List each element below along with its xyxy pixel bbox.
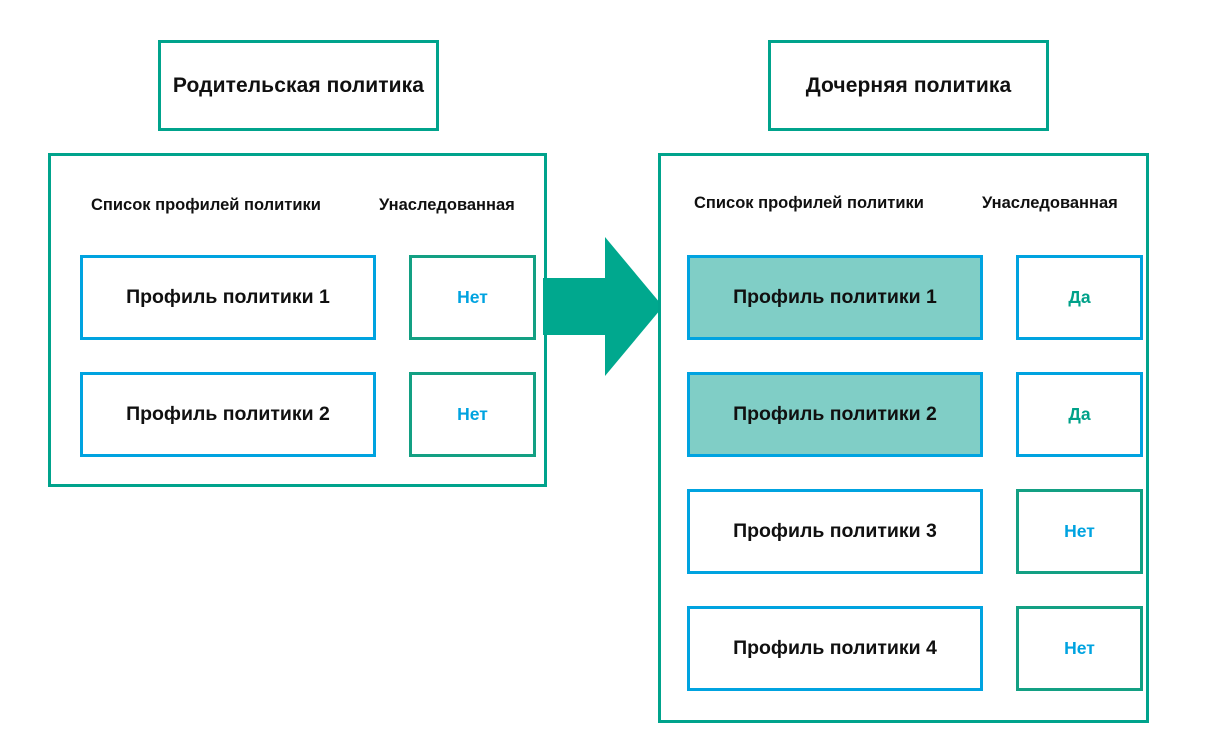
child-policy-title-box: Дочерняя политика [768,40,1049,131]
parent-header-profiles: Список профилей политики [91,196,321,214]
parent-profile-label-2: Профиль политики 2 [126,403,330,425]
table-row: Профиль политики 4 Нет [687,606,1143,691]
child-inherited-text-1: Да [1068,287,1091,307]
parent-policy-title-box: Родительская политика [158,40,439,131]
row-spacer [376,297,409,298]
child-inherited-flag-4: Нет [1016,606,1143,691]
parent-inherited-text-1: Нет [457,287,488,307]
child-inherited-text-4: Нет [1064,638,1095,658]
row-spacer [983,297,1016,298]
child-profile-box-4[interactable]: Профиль политики 4 [687,606,983,691]
parent-header-inherited: Унаследованная [379,196,515,214]
child-inherited-text-2: Да [1068,404,1091,424]
parent-profile-box-1[interactable]: Профиль политики 1 [80,255,376,340]
parent-profile-box-2[interactable]: Профиль политики 2 [80,372,376,457]
child-profile-box-1[interactable]: Профиль политики 1 [687,255,983,340]
row-spacer [983,531,1016,532]
child-policy-panel: Список профилей политики Унаследованная … [658,153,1149,723]
child-profile-box-3[interactable]: Профиль политики 3 [687,489,983,574]
table-row: Профиль политики 1 Да [687,255,1143,340]
parent-policy-panel: Список профилей политики Унаследованная … [48,153,547,487]
row-spacer [983,414,1016,415]
parent-inherited-flag-2: Нет [409,372,536,457]
row-spacer [376,414,409,415]
child-inherited-flag-3: Нет [1016,489,1143,574]
table-row: Профиль политики 2 Да [687,372,1143,457]
child-profile-label-3: Профиль политики 3 [733,520,937,542]
child-profile-label-1: Профиль политики 1 [733,286,937,308]
row-spacer [983,648,1016,649]
table-row: Профиль политики 3 Нет [687,489,1143,574]
child-inherited-flag-1: Да [1016,255,1143,340]
child-header-profiles: Список профилей политики [694,194,924,212]
parent-inherited-text-2: Нет [457,404,488,424]
arrow-right-icon [543,237,663,376]
parent-policy-title-text: Родительская политика [172,73,425,97]
child-inherited-text-3: Нет [1064,521,1095,541]
child-inherited-flag-2: Да [1016,372,1143,457]
child-profile-label-4: Профиль политики 4 [733,637,937,659]
table-row: Профиль политики 2 Нет [80,372,536,457]
table-row: Профиль политики 1 Нет [80,255,536,340]
child-column-headers: Список профилей политики Унаследованная [694,194,1118,213]
parent-profile-label-1: Профиль политики 1 [126,286,330,308]
child-policy-title-text: Дочерняя политика [805,73,1012,97]
child-profile-label-2: Профиль политики 2 [733,403,937,425]
parent-column-headers: Список профилей политики Унаследованная [91,196,515,215]
parent-inherited-flag-1: Нет [409,255,536,340]
child-header-inherited: Унаследованная [982,194,1118,212]
child-profile-box-2[interactable]: Профиль политики 2 [687,372,983,457]
